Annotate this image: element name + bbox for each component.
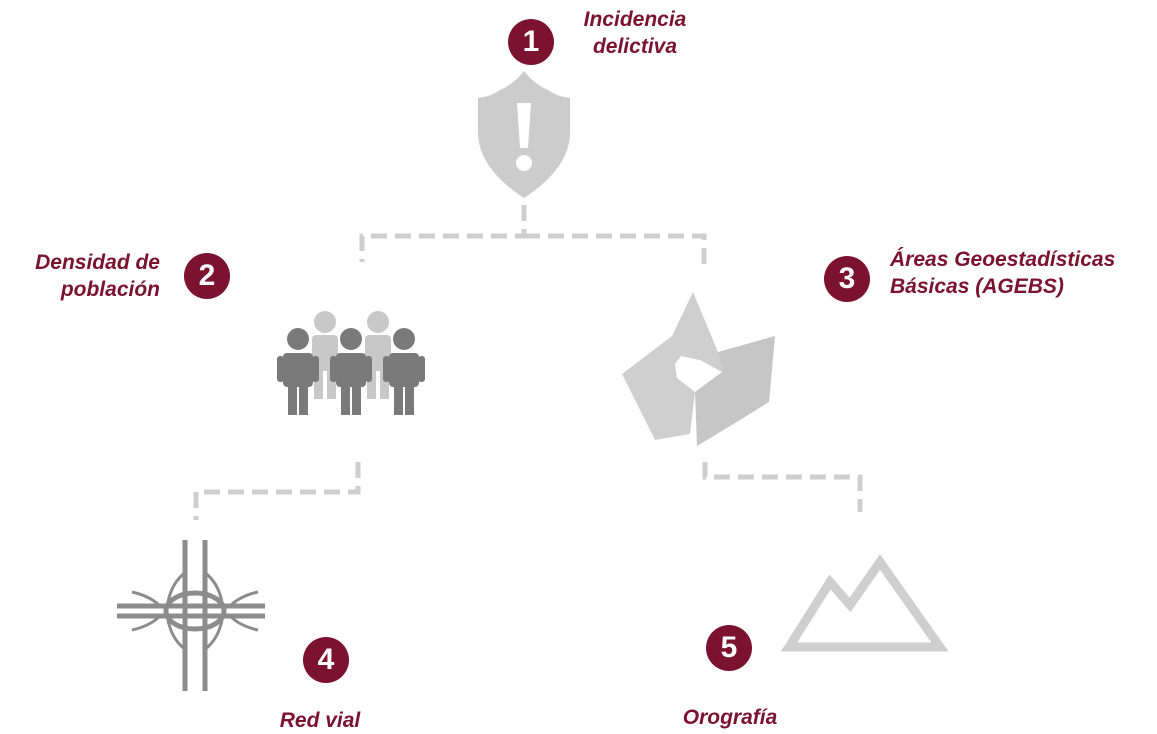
map-polygon-icon: [622, 292, 775, 446]
node-1-label: Incidencia delictiva: [560, 6, 710, 60]
node-2-number-badge: 2: [184, 253, 230, 299]
mountain-icon: [780, 554, 949, 652]
node-2-label: Densidad de población: [0, 249, 160, 303]
node-1-label-line-2: delictiva: [592, 35, 678, 58]
connector-2-to-4: [193, 462, 361, 520]
connector-lines: [193, 205, 863, 520]
node-1-label-line-1: Incidencia: [583, 8, 687, 31]
node-5-number-badge: 5: [706, 625, 752, 671]
shield-alert-icon: [478, 71, 570, 198]
connector-1-to-2-3: [359, 205, 707, 268]
node-3-label-line-2: Básicas (AGEBS): [890, 275, 1064, 298]
node-4-label-line-1: Red vial: [279, 709, 361, 732]
node-4-number-badge: 4: [303, 637, 349, 683]
node-2-label-line-1: Densidad de: [35, 251, 160, 274]
node-5-label-line-1: Orografía: [682, 706, 778, 729]
node-3-number-badge: 3: [824, 256, 870, 302]
connector-3-to-5: [702, 462, 863, 512]
node-3-label: Áreas Geoestadísticas Básicas (AGEBS): [890, 246, 1152, 300]
node-3-label-line-1: Áreas Geoestadísticas: [890, 248, 1116, 271]
node-1-number-badge: 1: [508, 19, 554, 65]
node-5-label: Orografía: [665, 704, 795, 731]
node-4-label: Red vial: [260, 707, 380, 734]
people-group-icon: [277, 311, 425, 415]
node-2-label-line-2: población: [60, 278, 160, 301]
road-interchange-icon: [117, 540, 265, 691]
